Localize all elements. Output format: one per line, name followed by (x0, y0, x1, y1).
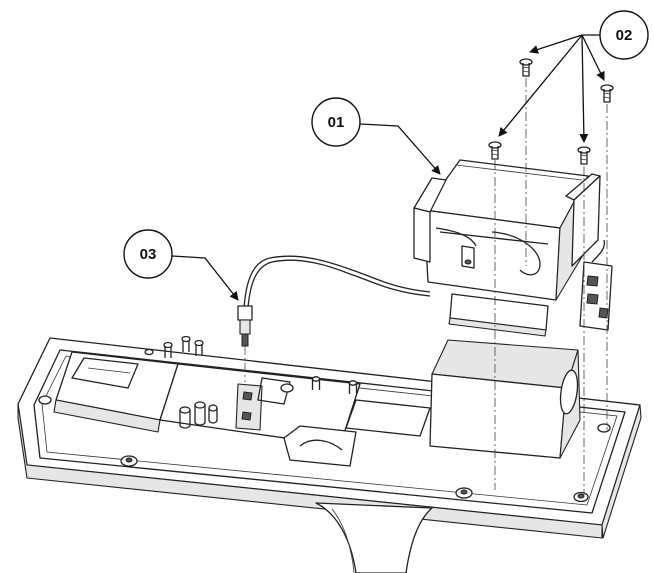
connector-block (235, 377, 294, 431)
screw-1 (519, 58, 533, 77)
mount-bracket (315, 502, 433, 573)
screw-2 (600, 84, 614, 103)
camera-bracket-assembly (413, 159, 613, 337)
screw-3 (488, 141, 502, 160)
callout-01: 01 (311, 97, 361, 147)
boss-back-right (597, 423, 611, 433)
boss-front-left (120, 455, 138, 467)
capacitors (179, 401, 218, 429)
callout-02-label: 02 (616, 27, 633, 44)
posts (144, 335, 358, 394)
left-module (53, 351, 179, 433)
callout-01-label: 01 (328, 114, 345, 131)
callout-03: 03 (123, 229, 173, 279)
assembly-axis-lines (244, 78, 608, 495)
boss-front-mid (455, 487, 473, 499)
tray-partition (283, 399, 431, 467)
light-module-box (429, 339, 581, 459)
screws (488, 58, 614, 165)
callout-03-label: 03 (140, 246, 157, 263)
boss-back-left (38, 395, 52, 405)
cable-connector (237, 255, 431, 347)
callout-leaders (171, 34, 605, 301)
callout-02: 02 (599, 10, 649, 60)
boss-front-right (573, 491, 589, 503)
circuit-board (144, 335, 361, 447)
screw-4 (577, 146, 591, 165)
